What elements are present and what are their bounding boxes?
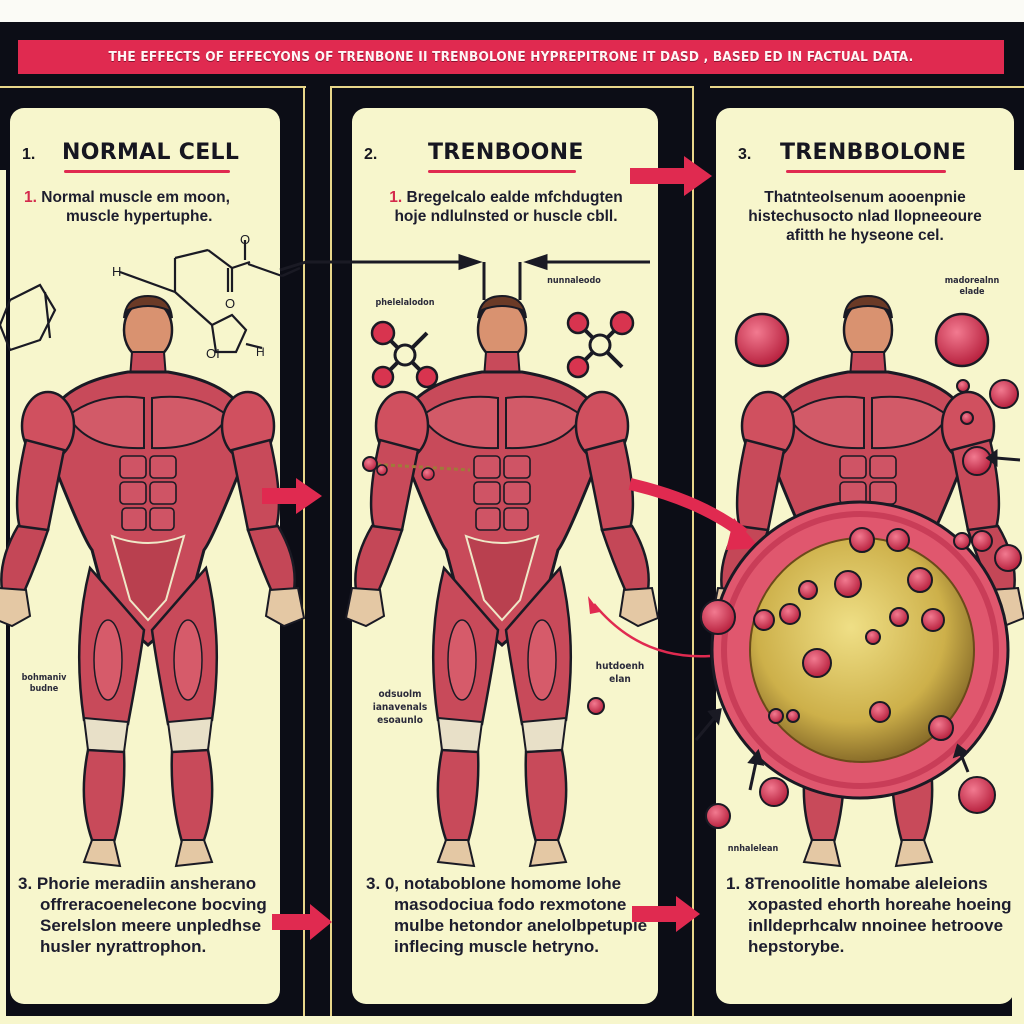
panel-number: 2. [364, 146, 378, 163]
panel-description: 1. Bregelcalo ealde mfchdugten hoje ndlu… [366, 188, 646, 226]
panel-title: TRENBOONE [428, 140, 584, 165]
title-banner: THE EFFECTS OF EFFECYONS OF TRENBONE II … [18, 40, 1004, 74]
panel-description: 1. Normal muscle em moon, muscle hypertu… [24, 188, 264, 226]
title-underline [428, 170, 576, 173]
title-underline [786, 170, 946, 173]
curved-arrow-icon [593, 603, 711, 658]
desc-line: Bregelcalo ealde mfchdugten [406, 189, 623, 206]
molecule-icon [370, 320, 439, 389]
title-underline [64, 170, 230, 173]
panel-caption: 3. Phorie meradiin ansherano offreracoen… [18, 874, 267, 956]
molecule-label: madorealnn elade [944, 276, 1000, 297]
panel-caption: 3. 0, notaboblone homome lohe masodociua… [366, 874, 648, 956]
gold-rule [0, 86, 306, 88]
panel-number: 1. [22, 146, 36, 163]
molecule-label-right: nunnaleodo [547, 276, 601, 286]
arrow-right-icon [262, 156, 712, 940]
desc-line: hoje ndlulnsted or huscle cbll. [394, 208, 618, 225]
banner-title: THE EFFECTS OF EFFECYONS OF TRENBONE II … [108, 49, 914, 65]
svg-text:O: O [225, 296, 235, 311]
chem-label-h: H [112, 264, 121, 279]
panel-number: 3. [738, 146, 752, 163]
gold-rule [332, 86, 692, 88]
desc-line: Thatnteolsenum aooenpnie [764, 189, 966, 206]
side-label-right: hutdoenh elan [595, 661, 645, 685]
molecule-label-left: phelelalodon [375, 298, 435, 308]
desc-number: 1. [24, 189, 37, 206]
curved-arrow-head [726, 518, 760, 550]
gold-rule [330, 86, 332, 1024]
panel-title: TRENBBOLONE [780, 140, 967, 165]
side-label: odsuolm ianavenals esoaunlo [372, 689, 428, 726]
muscle-figure-1 [0, 294, 306, 868]
svg-text:H: H [256, 345, 265, 359]
molecule-chain-icon [362, 456, 471, 481]
molecule-label-bottom: nnhalelean [727, 844, 779, 854]
molecule-icon [566, 310, 635, 379]
panel-caption: 1. 8Trenoolitle homabe aleleions xopaste… [726, 874, 1012, 956]
cell-diagram [694, 312, 1022, 829]
bottom-strip [0, 1016, 1024, 1024]
svg-text:O: O [240, 232, 250, 247]
gold-rule [710, 86, 1024, 88]
top-strip [0, 0, 1024, 22]
desc-line: histechusocto nlad llopneeoure [748, 208, 982, 225]
desc-line: afitth he hyseone cel. [786, 227, 944, 244]
molecule-ball-icon [587, 697, 605, 715]
side-label: bohmaniv budne [21, 673, 67, 694]
desc-line: Normal muscle em moon, [41, 189, 230, 206]
svg-text:OI: OI [206, 346, 220, 361]
curved-arrow-icon [628, 478, 748, 539]
bracket-arrow-icon [279, 253, 650, 300]
desc-line: muscle hypertuphe. [66, 208, 213, 225]
panel-description: Thatnteolsenum aooenpnie histechusocto n… [726, 188, 1004, 245]
gold-rule [692, 86, 694, 1024]
panel-title: NORMAL CELL [62, 140, 240, 165]
chemical-structure-icon: H O O OI H [0, 232, 300, 361]
gold-rule [303, 86, 305, 1024]
desc-number: 1. [389, 189, 403, 206]
